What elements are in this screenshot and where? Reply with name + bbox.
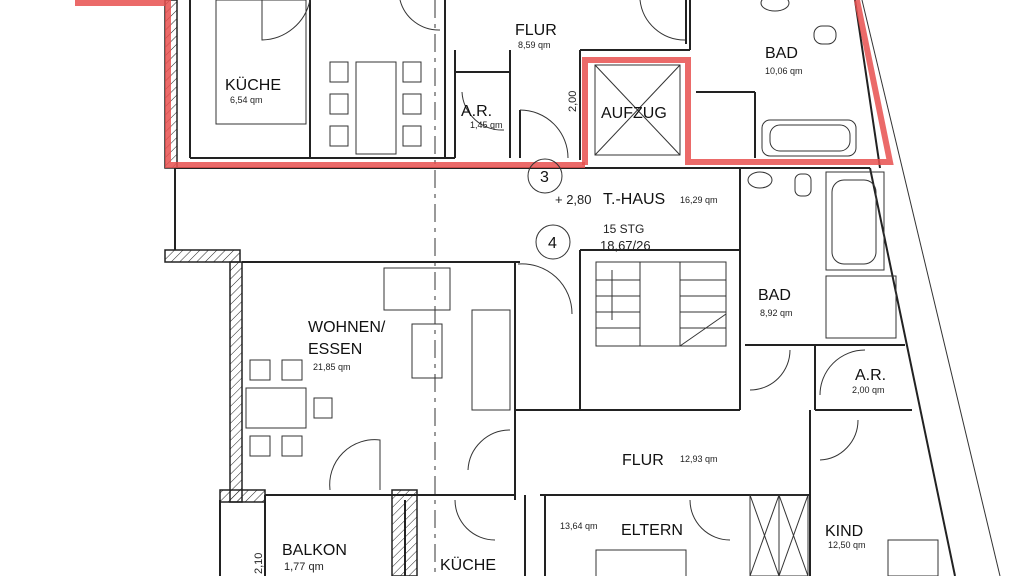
room-eltern: ELTERN [621, 522, 683, 539]
room-bad-top: BAD [765, 45, 798, 62]
room-kind: KIND [825, 523, 863, 540]
room-eltern-area: 13,64 qm [560, 521, 598, 531]
room-aufzug: AUFZUG [601, 105, 667, 122]
walls [164, 0, 1001, 576]
room-kueche-top: KÜCHE [225, 76, 281, 94]
room-bad-right-area: 8,92 qm [760, 308, 793, 318]
room-ar-top-area: 1,45 qm [470, 120, 503, 130]
room-ar-right: A.R. [855, 367, 886, 384]
room-wohnen: WOHNEN/ [308, 319, 386, 336]
marker-3-circle [527, 158, 563, 194]
room-treppenhaus-area: 16,29 qm [680, 195, 718, 205]
room-flur-top: FLUR [515, 22, 557, 39]
room-labels: KÜCHE 6,54 qm FLUR 8,59 qm A.R. 1,45 qm … [225, 22, 886, 574]
room-flur-top-area: 8,59 qm [518, 40, 551, 50]
dimension-balkon: 2,10 [253, 553, 265, 574]
marker-4-circle [535, 224, 571, 260]
room-bad-right: BAD [758, 287, 791, 304]
room-kueche-bottom: KÜCHE [440, 556, 496, 574]
room-kueche-top-area: 6,54 qm [230, 95, 263, 105]
room-balkon: BALKON [282, 542, 347, 559]
room-essen: ESSEN [308, 341, 362, 358]
highlight-outline [75, 0, 894, 168]
room-kind-area: 12,50 qm [828, 540, 866, 550]
room-ar-right-area: 2,00 qm [852, 385, 885, 395]
treppenhaus-level: + 2,80 [555, 192, 592, 207]
room-flur-bottom-area: 12,93 qm [680, 454, 718, 464]
marker-3: 3 [540, 169, 549, 186]
marker-4: 4 [548, 235, 557, 252]
dimension-aufzug: 2,00 [567, 91, 579, 112]
room-bad-top-area: 10,06 qm [765, 66, 803, 76]
room-flur-bottom: FLUR [622, 452, 664, 469]
stairs-count: 15 STG [603, 222, 644, 236]
room-ar-top: A.R. [461, 103, 492, 120]
room-wohnen-area: 21,85 qm [313, 362, 351, 372]
room-balkon-area: 1,77 qm [284, 561, 324, 573]
room-treppenhaus: T.-HAUS [603, 191, 665, 208]
stairs-ratio: 18,67/26 [600, 238, 651, 253]
